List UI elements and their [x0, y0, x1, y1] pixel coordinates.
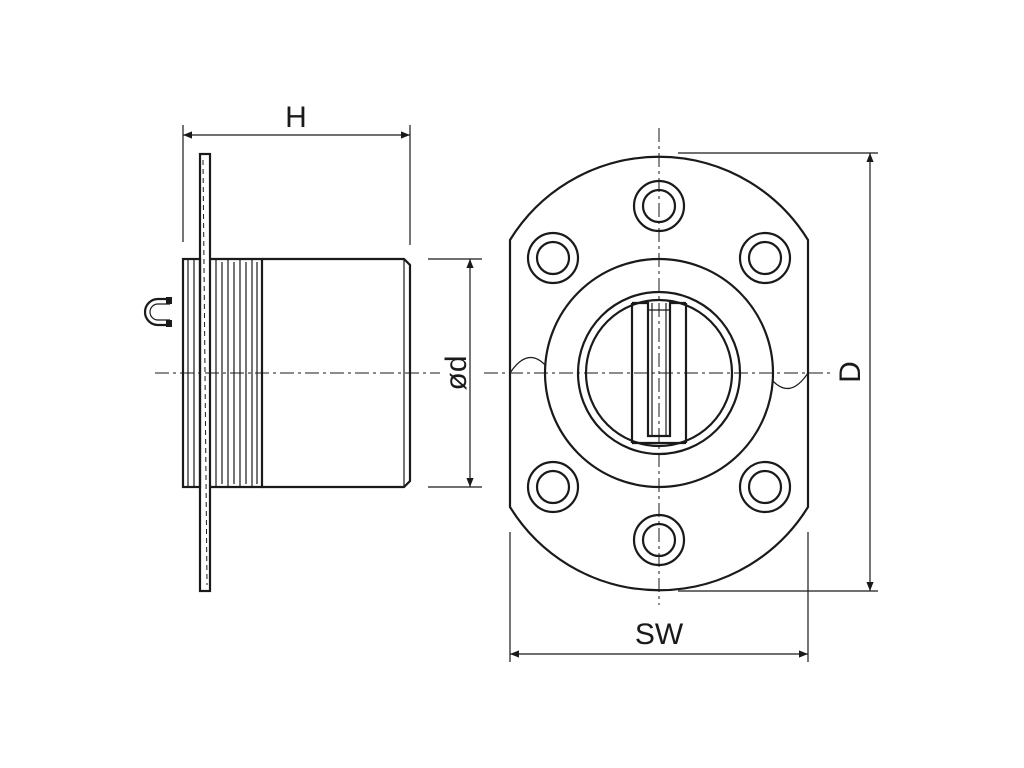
bolt-hole-upper-right	[738, 231, 792, 285]
bolt-hole-upper-left	[526, 231, 580, 285]
bolt-hole-bottom	[632, 513, 686, 567]
cylinder-body	[262, 257, 412, 489]
side-view: H ød	[143, 101, 482, 593]
dimension-d: D	[678, 152, 878, 592]
bolt-hole-lower-left	[526, 460, 580, 514]
dimension-h: H	[182, 101, 411, 245]
dimension-label-sw: SW	[635, 618, 684, 651]
dimension-label-diameter: ød	[440, 355, 473, 390]
bolt-hole-lower-right	[738, 460, 792, 514]
bore-outer-circle	[576, 290, 742, 456]
dimension-label-h: H	[285, 101, 307, 134]
front-view: D SW	[484, 128, 878, 662]
dimension-diameter: ød	[428, 258, 482, 488]
hub-outer-circle	[543, 257, 775, 489]
flange-outline	[508, 155, 810, 592]
flange-hidden-line	[202, 159, 208, 586]
notch-left	[509, 357, 547, 374]
dimension-label-d: D	[834, 361, 867, 383]
notch-right	[771, 372, 809, 389]
grooved-section	[181, 257, 264, 489]
dimension-sw: SW	[509, 532, 809, 662]
bolt-hole-top	[632, 179, 686, 233]
bore-inner-circle	[584, 298, 734, 448]
bore-insert	[630, 301, 688, 445]
bolt-holes	[526, 179, 792, 567]
magnet-icon	[143, 297, 172, 327]
